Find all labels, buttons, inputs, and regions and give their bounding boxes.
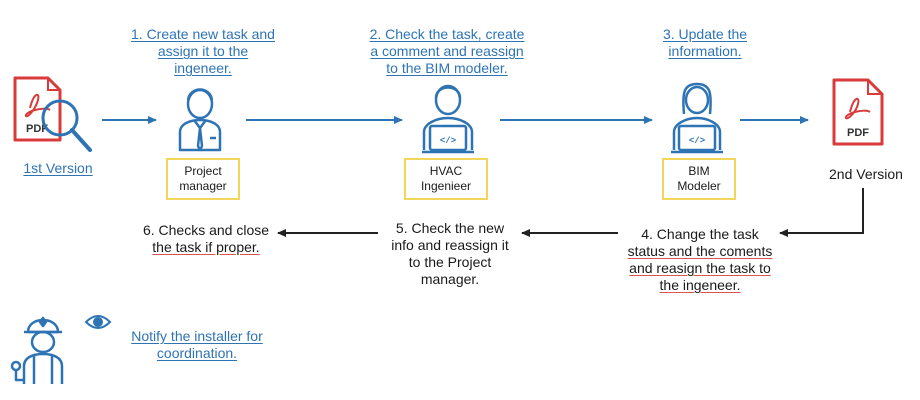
role-hvac-line-1: HVAC — [429, 164, 463, 178]
arrow-version2-to-step4 — [779, 188, 864, 237]
step-2-line-3: to the BIM modeler. — [386, 60, 508, 76]
role-pm-line-1: Project — [184, 164, 222, 178]
step-4-label: 4. Change the task status and the coment… — [612, 226, 788, 294]
step-4-line-1: 4. Change the task — [641, 226, 759, 242]
step-1-line-2: assign it to the — [157, 43, 249, 59]
step-5-line-1: 5. Check the new — [395, 220, 505, 236]
version-2-text: 2nd Version — [829, 166, 903, 182]
step-6-label: 6. Checks and close the task if proper. — [136, 222, 276, 256]
step-3-line-1: 3. Update the — [662, 26, 748, 42]
step-3-line-2: information. — [668, 43, 742, 59]
eye-icon — [84, 315, 112, 329]
step-1-label: 1. Create new task and assign it to the … — [118, 26, 288, 77]
notify-line-1: Notify the installer for — [131, 328, 263, 344]
role-box-hvac: HVAC Ingenieer — [404, 158, 488, 200]
step-5-line-2: info and reassign it — [391, 237, 509, 253]
svg-text:</>: </> — [440, 136, 456, 146]
step-2-label: 2. Check the task, create a comment and … — [352, 26, 542, 77]
modeler-laptop-icon: </> — [671, 82, 723, 154]
step-6-line-2: the task if proper. — [152, 239, 260, 255]
role-hvac-line-2: Ingenieer — [420, 179, 472, 193]
step-2-line-2: a comment and reassign — [370, 43, 524, 59]
step-4-line-2: status and the coments — [627, 243, 773, 259]
step-3-label: 3. Update the information. — [640, 26, 770, 60]
step-1-line-1: 1. Create new task and — [131, 26, 275, 42]
engineer-laptop-icon: </> — [422, 84, 474, 154]
step-2-line-1: 2. Check the task, create — [369, 26, 525, 42]
manager-avatar-icon — [178, 88, 222, 152]
version-1-text: 1st Version — [23, 160, 93, 176]
role-bim-line-1: BIM — [688, 164, 710, 178]
step-5-line-4: manager. — [420, 271, 480, 287]
notify-line-2: coordination. — [156, 345, 238, 361]
pdf2-label: PDF — [847, 127, 869, 139]
version-2-label: 2nd Version — [818, 166, 914, 183]
step-1-line-3: ingeneer. — [174, 60, 232, 76]
pdf-file-icon: PDF — [832, 78, 884, 146]
role-bim-line-2: Modeler — [677, 179, 721, 193]
role-box-project-manager: Project manager — [166, 158, 240, 200]
pdf1-label: PDF — [26, 123, 48, 135]
step-5-label: 5. Check the new info and reassign it to… — [380, 220, 520, 288]
step-6-line-1: 6. Checks and close — [142, 222, 270, 238]
installer-worker-icon — [10, 316, 64, 384]
role-pm-line-2: manager — [179, 179, 227, 193]
pdf-file-with-magnifier-icon: PDF — [13, 76, 92, 152]
role-box-bim-modeler: BIM Modeler — [662, 158, 736, 200]
step-5-line-3: to the Project — [408, 254, 492, 270]
step-4-line-4: the ingeneer. — [659, 277, 741, 293]
svg-text:</>: </> — [689, 136, 705, 146]
step-4-line-3: and reasign the task to — [629, 260, 771, 276]
version-1-label: 1st Version — [12, 160, 104, 177]
notify-label: Notify the installer for coordination. — [112, 328, 282, 362]
